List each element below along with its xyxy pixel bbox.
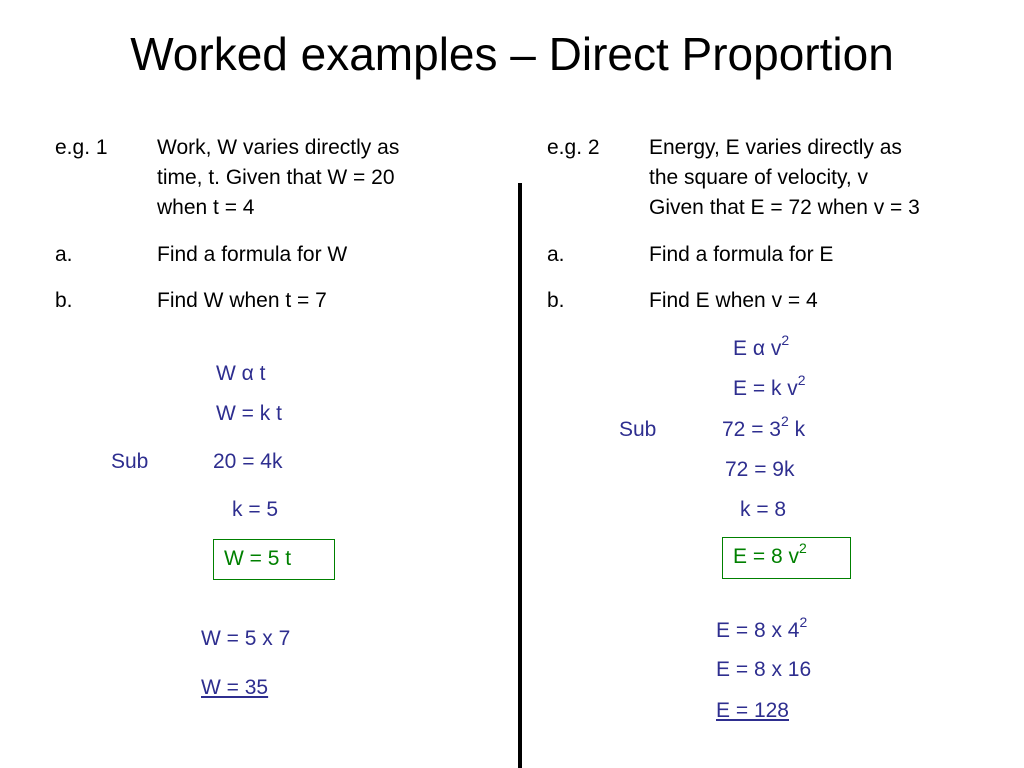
alpha-symbol: α (241, 362, 254, 385)
column-divider (518, 183, 522, 768)
example2-statement-line-3: Given that E = 72 when v = 3 (649, 196, 920, 219)
example1-statement-line-1: Work, W varies directly as (157, 136, 400, 159)
exponent: 2 (799, 614, 808, 630)
example2-formula-box (722, 537, 851, 579)
example2-formula: E = 8 v2 (733, 540, 807, 571)
example2-sub-right: k (788, 418, 806, 441)
example2-sub-equation: 72 = 32 k (722, 413, 806, 444)
example1-answer: W = 35 (201, 676, 269, 699)
example1-statement: Work, W varies directly as time, t. Give… (157, 133, 399, 223)
example1-sub-label: Sub (111, 450, 149, 473)
example2-step2: 72 = 9k (725, 458, 795, 481)
exponent: 2 (798, 540, 807, 556)
exponent: 2 (797, 372, 806, 388)
example2-part-a-text: Find a formula for E (649, 243, 834, 266)
example1-prop-right: t (259, 362, 266, 385)
example1-proportionality: W α t (216, 360, 266, 388)
example1-calc: W = 5 x 7 (201, 627, 291, 650)
example1-part-a-label: a. (55, 243, 73, 266)
exponent: 2 (781, 332, 790, 348)
example2-equation-base: E = k v (733, 377, 798, 400)
example1-statement-line-2: time, t. Given that W = 20 (157, 166, 395, 189)
example1-formula: W = 5 t (224, 547, 292, 570)
example2-statement-line-1: Energy, E varies directly as (649, 136, 902, 159)
example2-proportionality: E α v2 (733, 332, 790, 363)
example2-formula-base: E = 8 v (733, 545, 799, 568)
example1-statement-line-3: when t = 4 (157, 196, 255, 219)
example1-k-result: k = 5 (232, 498, 279, 521)
example2-calc1-base: E = 8 x 4 (716, 619, 800, 642)
example1-equation: W = k t (216, 402, 282, 425)
example2-part-a-label: a. (547, 243, 565, 266)
alpha-symbol-2: α (752, 337, 765, 360)
example1-prop-left: W (216, 362, 236, 385)
example2-sub-left: 72 = 3 (722, 418, 781, 441)
example2-prop-right: v (770, 337, 782, 360)
exponent: 2 (780, 413, 789, 429)
example2-part-b-text: Find E when v = 4 (649, 289, 818, 312)
example2-part-b-label: b. (547, 289, 565, 312)
slide-title: Worked examples – Direct Proportion (130, 28, 894, 80)
example2-k-result: k = 8 (740, 498, 787, 521)
example2-sub-label: Sub (619, 418, 657, 441)
example1-part-a-text: Find a formula for W (157, 243, 348, 266)
example2-statement-line-2: the square of velocity, v (649, 166, 869, 189)
example1-formula-box (213, 539, 335, 580)
example1-label: e.g. 1 (55, 136, 108, 159)
example1-sub-equation: 20 = 4k (213, 450, 283, 473)
example2-calc1: E = 8 x 42 (716, 614, 808, 645)
example2-statement: Energy, E varies directly as the square … (649, 133, 920, 223)
example1-part-b-label: b. (55, 289, 73, 312)
example1-part-b-text: Find W when t = 7 (157, 289, 327, 312)
example2-calc2: E = 8 x 16 (716, 658, 812, 681)
example2-equation: E = k v2 (733, 372, 806, 403)
example2-label: e.g. 2 (547, 136, 600, 159)
example2-prop-left: E (733, 337, 748, 360)
example2-answer: E = 128 (716, 699, 789, 722)
